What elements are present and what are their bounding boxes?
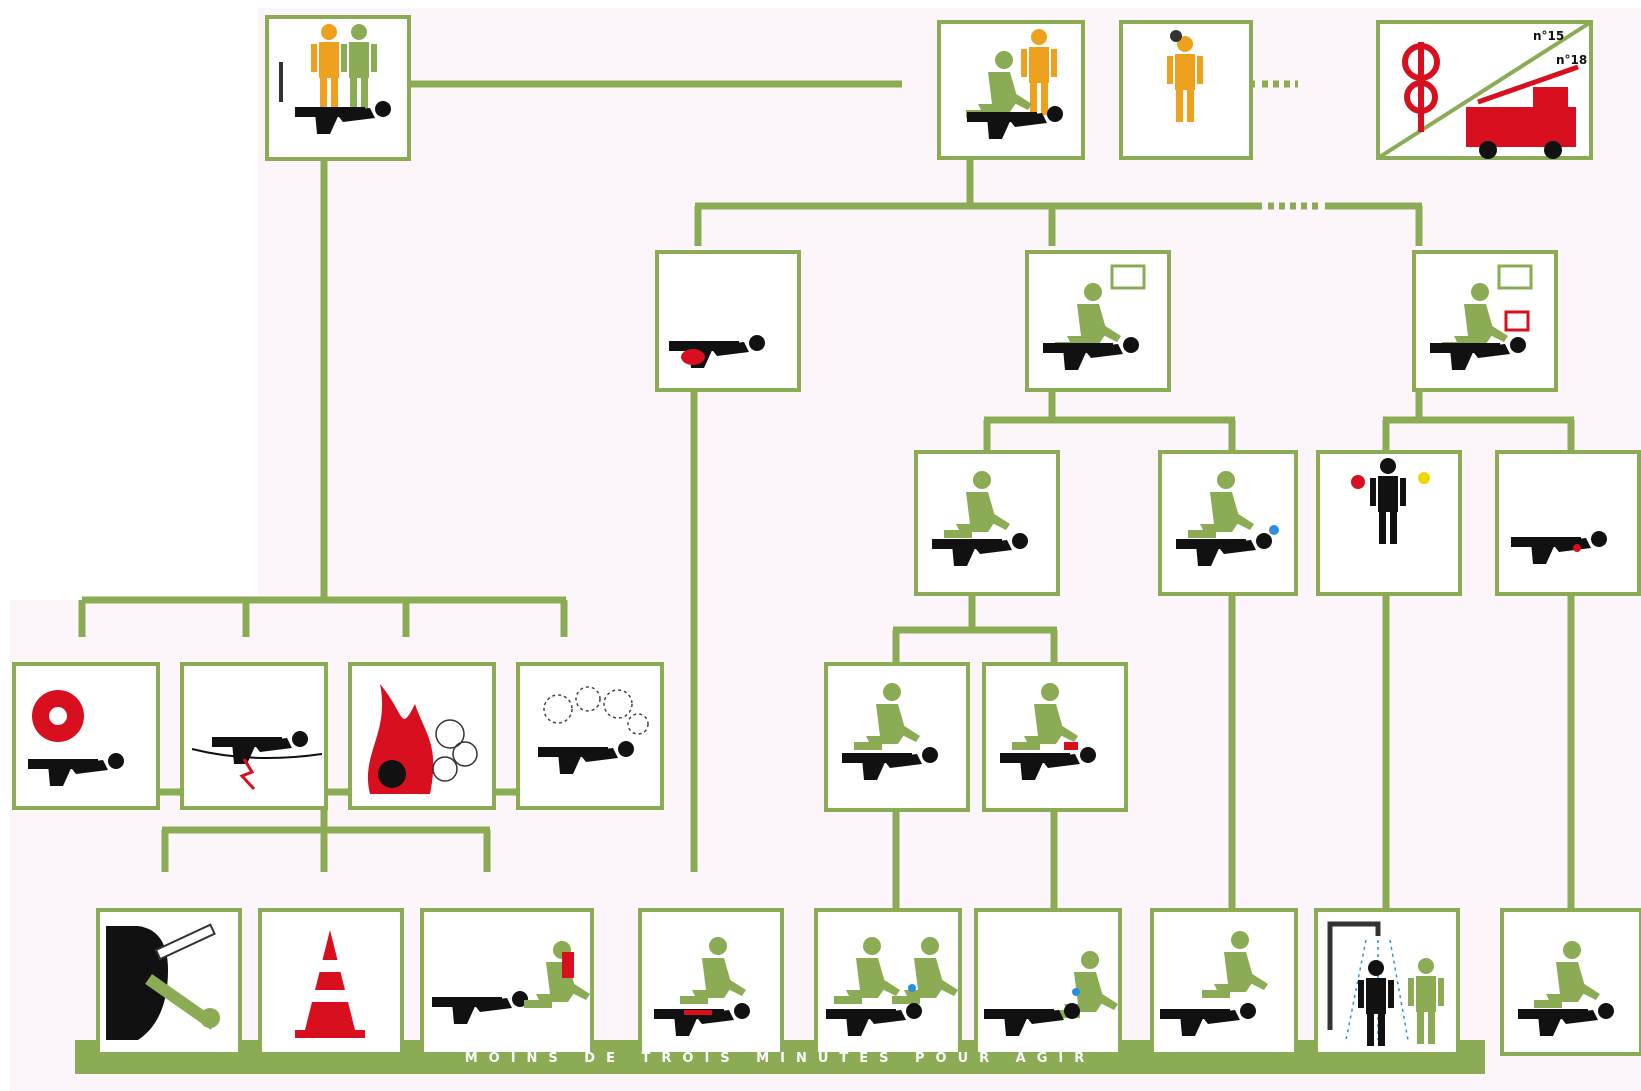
fire-truck-icon [1466,64,1579,159]
phone-number-15: n°15 [1533,29,1564,43]
node-breathing-check [914,450,1060,596]
node-bleeding-victim [655,250,801,392]
spark-icon [239,758,256,791]
node-victim-conscious [1412,250,1558,392]
node-mark-area [258,908,404,1056]
node-danger-traffic [12,662,160,810]
node-dress-wound [1500,908,1641,1056]
caduceus-icon [1402,42,1440,132]
shower-icon [1327,921,1381,1030]
blood-icon [681,349,705,365]
node-danger-fire [348,662,496,810]
node-cpr [814,908,962,1056]
node-emergency-services: n°15 n°18 [1376,20,1593,160]
wound-icon [1573,544,1581,552]
phone-number-18: n°18 [1556,53,1587,67]
burn-icon [1351,475,1365,489]
node-victim-unconscious [1025,250,1171,392]
node-danger-electric [180,662,328,810]
connector-lines [78,80,1575,910]
node-wounded-victim [1495,450,1641,596]
power-switch-icon [106,926,168,1040]
speech-bubble-icon [1110,264,1146,290]
alert-bubble-icon [1504,310,1530,332]
node-breathing-no [982,662,1128,812]
node-recovery-position [974,908,1122,1056]
water-drop-icon [1269,525,1279,535]
node-burned-person [1316,450,1462,596]
gas-cloud-icon [543,686,649,735]
node-cool-burn [1314,908,1460,1056]
node-cut-power [96,908,242,1056]
smoke-icon [432,719,478,782]
node-assess-victim [937,20,1085,160]
spark-icon [1418,472,1430,484]
node-compress-bleeding [638,908,784,1056]
speech-bubble-icon [1497,264,1533,290]
node-danger-gas [516,662,664,810]
node-call-for-help [1119,20,1253,160]
node-not-breathing [1158,450,1298,596]
node-breathing-yes [824,662,970,812]
traffic-cone-icon [305,930,355,1030]
node-evacuate-victim [420,908,594,1056]
node-comfort-position [1150,908,1298,1056]
node-protect-scene [265,15,411,161]
phone-call-icon [1170,30,1182,42]
